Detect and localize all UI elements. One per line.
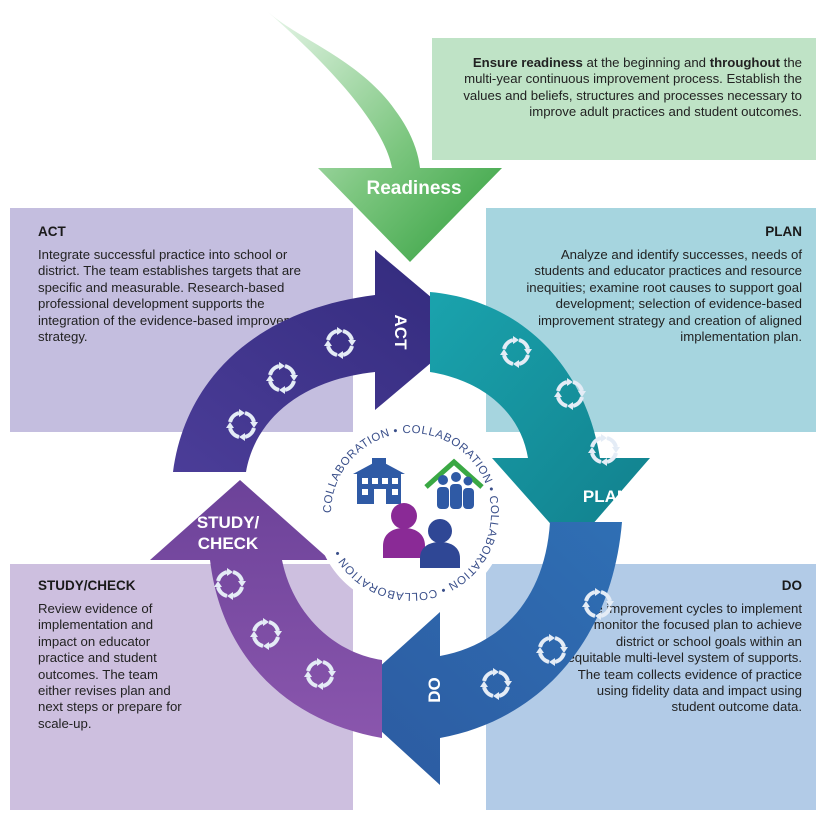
study-check-arrow-label-line2: CHECK xyxy=(198,534,259,553)
house-family-icon xyxy=(424,458,484,509)
plan-arrow-label: PLAN xyxy=(583,487,629,506)
study-check-arrow-label-line1: STUDY/ xyxy=(197,513,260,532)
study-check-arrow xyxy=(150,480,382,738)
do-description: Use improvement cycles to implement and … xyxy=(567,601,802,715)
readiness-description-box: Ensure readiness at the beginning and th… xyxy=(432,38,816,160)
study-check-heading: STUDY/CHECK xyxy=(38,578,136,593)
do-arrow-label: DO xyxy=(425,677,444,703)
do-arrow xyxy=(345,522,622,785)
plan-heading: PLAN xyxy=(765,224,802,239)
study-check-description: Review evidence of implementation and im… xyxy=(38,601,182,731)
do-description-box: DO Use improvement cycles to implement a… xyxy=(486,564,816,810)
readiness-arrow xyxy=(268,12,502,262)
school-building-icon xyxy=(353,458,405,504)
act-arrow xyxy=(173,250,470,472)
plan-description: Analyze and identify successes, needs of… xyxy=(526,247,802,345)
act-heading: ACT xyxy=(38,224,66,239)
act-description: Integrate successful practice into schoo… xyxy=(38,247,313,345)
people-icon xyxy=(383,503,460,568)
act-arrow-label: ACT xyxy=(391,315,410,351)
do-heading: DO xyxy=(781,578,802,593)
readiness-description: Ensure readiness at the beginning and th… xyxy=(463,55,802,120)
readiness-arrow-label: Readiness xyxy=(366,178,461,199)
plan-arrow xyxy=(430,292,650,548)
